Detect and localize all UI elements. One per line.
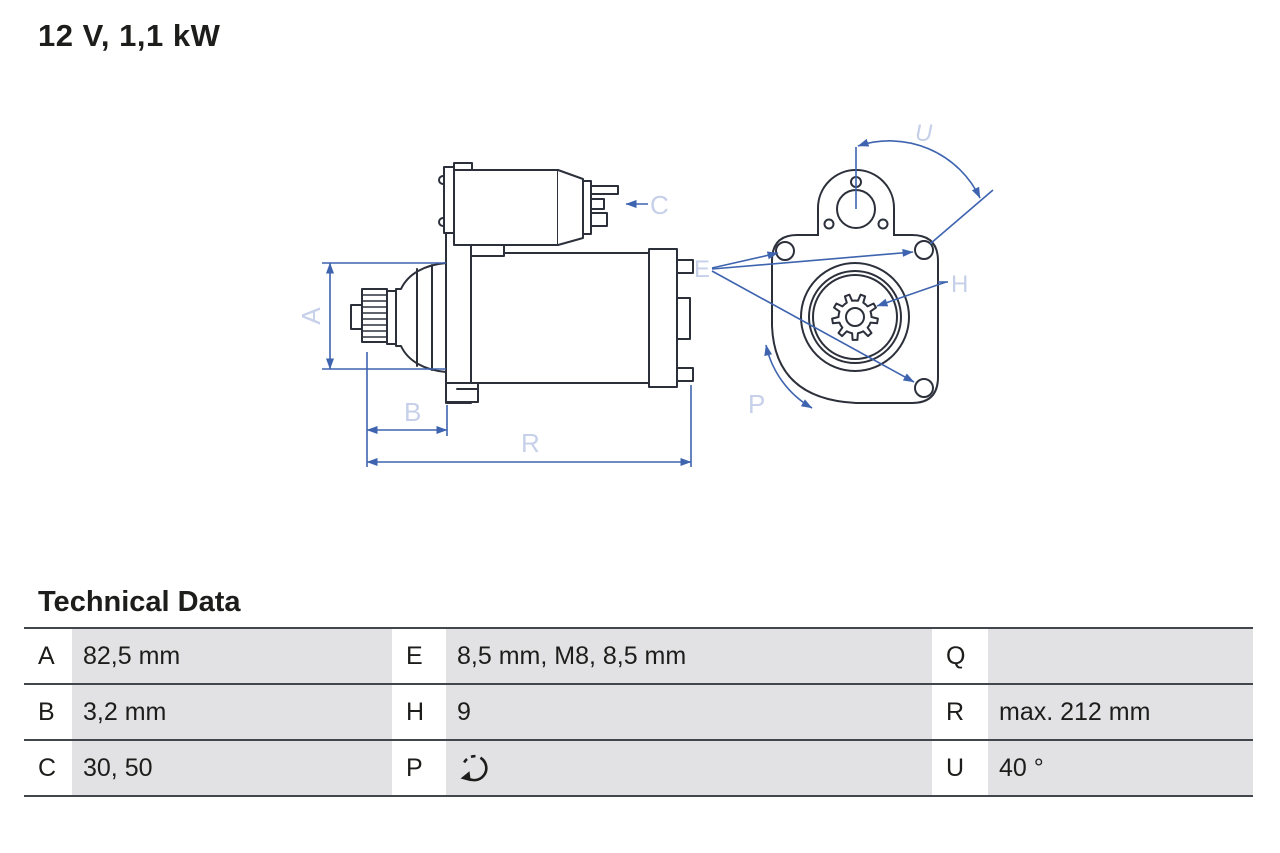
technical-data-table: A 82,5 mm E 8,5 mm, M8, 8,5 mm Q B 3,2 m… bbox=[24, 627, 1253, 797]
param-value-B: 3,2 mm bbox=[72, 685, 392, 739]
solenoid bbox=[438, 162, 619, 246]
label-a: A bbox=[296, 307, 326, 325]
param-key-B: B bbox=[24, 685, 72, 739]
label-r: R bbox=[521, 428, 540, 458]
param-key-P: P bbox=[392, 741, 446, 795]
param-key-E: E bbox=[392, 629, 446, 683]
param-value-P bbox=[446, 741, 932, 795]
param-value-A: 82,5 mm bbox=[72, 629, 392, 683]
param-key-A: A bbox=[24, 629, 72, 683]
rotation-direction-arc bbox=[764, 344, 813, 409]
table-row: A 82,5 mm E 8,5 mm, M8, 8,5 mm Q bbox=[24, 629, 1253, 685]
dimension-lines bbox=[322, 138, 994, 467]
param-key-R: R bbox=[932, 685, 988, 739]
label-c: C bbox=[650, 190, 669, 220]
rotation-counterclockwise-icon bbox=[460, 754, 488, 782]
starter-motor-diagram: A B C E H P R U bbox=[296, 120, 994, 467]
param-value-R: max. 212 mm bbox=[988, 685, 1253, 739]
solenoid-terminal-stud bbox=[590, 185, 619, 195]
param-key-Q: Q bbox=[932, 629, 988, 683]
mounting-flange-side bbox=[445, 232, 472, 404]
pinion-gear-side bbox=[361, 288, 388, 343]
table-row: C 30, 50 P U 40 ° bbox=[24, 741, 1253, 797]
param-value-E: 8,5 mm, M8, 8,5 mm bbox=[446, 629, 932, 683]
technical-data-heading: Technical Data bbox=[38, 586, 241, 618]
param-value-C: 30, 50 bbox=[72, 741, 392, 795]
dimension-labels: A B C E H P R U bbox=[296, 120, 968, 458]
param-key-H: H bbox=[392, 685, 446, 739]
label-b: B bbox=[404, 397, 421, 427]
param-key-U: U bbox=[932, 741, 988, 795]
param-value-U: 40 ° bbox=[988, 741, 1253, 795]
table-row: B 3,2 mm H 9 R max. 212 mm bbox=[24, 685, 1253, 741]
dimension-u-arc bbox=[857, 138, 981, 199]
label-h: H bbox=[951, 271, 968, 298]
dimension-h-pointer bbox=[876, 281, 947, 307]
pinion-gear-front bbox=[831, 293, 879, 341]
label-u: U bbox=[915, 120, 933, 147]
page-title: 12 V, 1,1 kW bbox=[38, 18, 221, 53]
bolt-hole-top-right bbox=[914, 240, 934, 260]
param-value-Q bbox=[988, 629, 1253, 683]
motor-body bbox=[470, 252, 650, 384]
param-value-H: 9 bbox=[446, 685, 932, 739]
bolt-hole-top-left bbox=[775, 241, 795, 261]
param-key-C: C bbox=[24, 741, 72, 795]
front-view bbox=[771, 169, 939, 404]
label-p: P bbox=[748, 389, 765, 419]
side-view bbox=[350, 162, 694, 404]
label-e: E bbox=[694, 256, 710, 283]
bolt-hole-bottom-right bbox=[914, 378, 934, 398]
